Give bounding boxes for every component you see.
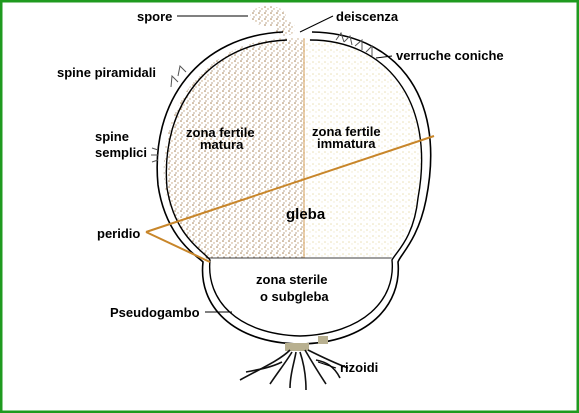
pyramidal-spines (170, 64, 187, 88)
pseudostem-spot (318, 336, 328, 344)
label-spine: spine (95, 129, 129, 144)
label-peridio: peridio (97, 226, 140, 241)
label-spore: spore (137, 9, 172, 24)
label-verruche-coniche: verruche coniche (396, 48, 504, 63)
label-spine-piramidali: spine piramidali (57, 65, 156, 80)
pseudostem-base (285, 343, 309, 351)
label-zona-fertile-immatura-1: zona fertile (312, 124, 381, 139)
pointer-deiscenza (299, 15, 334, 33)
pointer-lines (177, 15, 393, 369)
label-pseudogambo: Pseudogambo (110, 305, 200, 320)
gleba-region (163, 38, 423, 259)
pointer-rizoidi (317, 361, 337, 369)
peridium-inner (165, 39, 423, 337)
label-zona-fertile-matura-2: matura (200, 137, 244, 152)
label-zona-fertile-matura-1: zona fertile (186, 125, 255, 140)
label-zona-sterile-2: o subgleba (260, 289, 329, 304)
peridio-pointers (145, 135, 435, 263)
simple-spines (151, 147, 159, 163)
rhizoids (239, 349, 349, 391)
conical-warts (335, 31, 373, 56)
label-rizoidi: rizoidi (340, 360, 378, 375)
label-gleba: gleba (286, 206, 326, 223)
label-zona-sterile-1: zona sterile (256, 272, 328, 287)
label-deiscenza: deiscenza (336, 9, 399, 24)
label-semplici: semplici (95, 145, 147, 160)
spore-cloud (250, 6, 295, 36)
pointer-verruche (375, 55, 393, 59)
label-zona-fertile-immatura-2: immatura (317, 136, 376, 151)
